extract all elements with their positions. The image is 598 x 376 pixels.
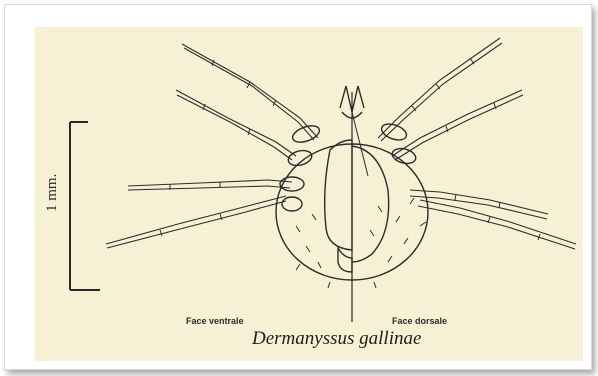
species-name-caption: Dermanyssus gallinae	[252, 328, 421, 350]
scale-bar	[70, 122, 100, 290]
leg-joints	[160, 58, 540, 240]
setae	[296, 198, 426, 288]
ventral-face-label: Face ventrale	[186, 316, 244, 326]
scale-bar-label: 1 mm.	[44, 174, 61, 212]
dorsal-face-label: Face dorsale	[392, 316, 447, 326]
legs	[106, 38, 576, 249]
